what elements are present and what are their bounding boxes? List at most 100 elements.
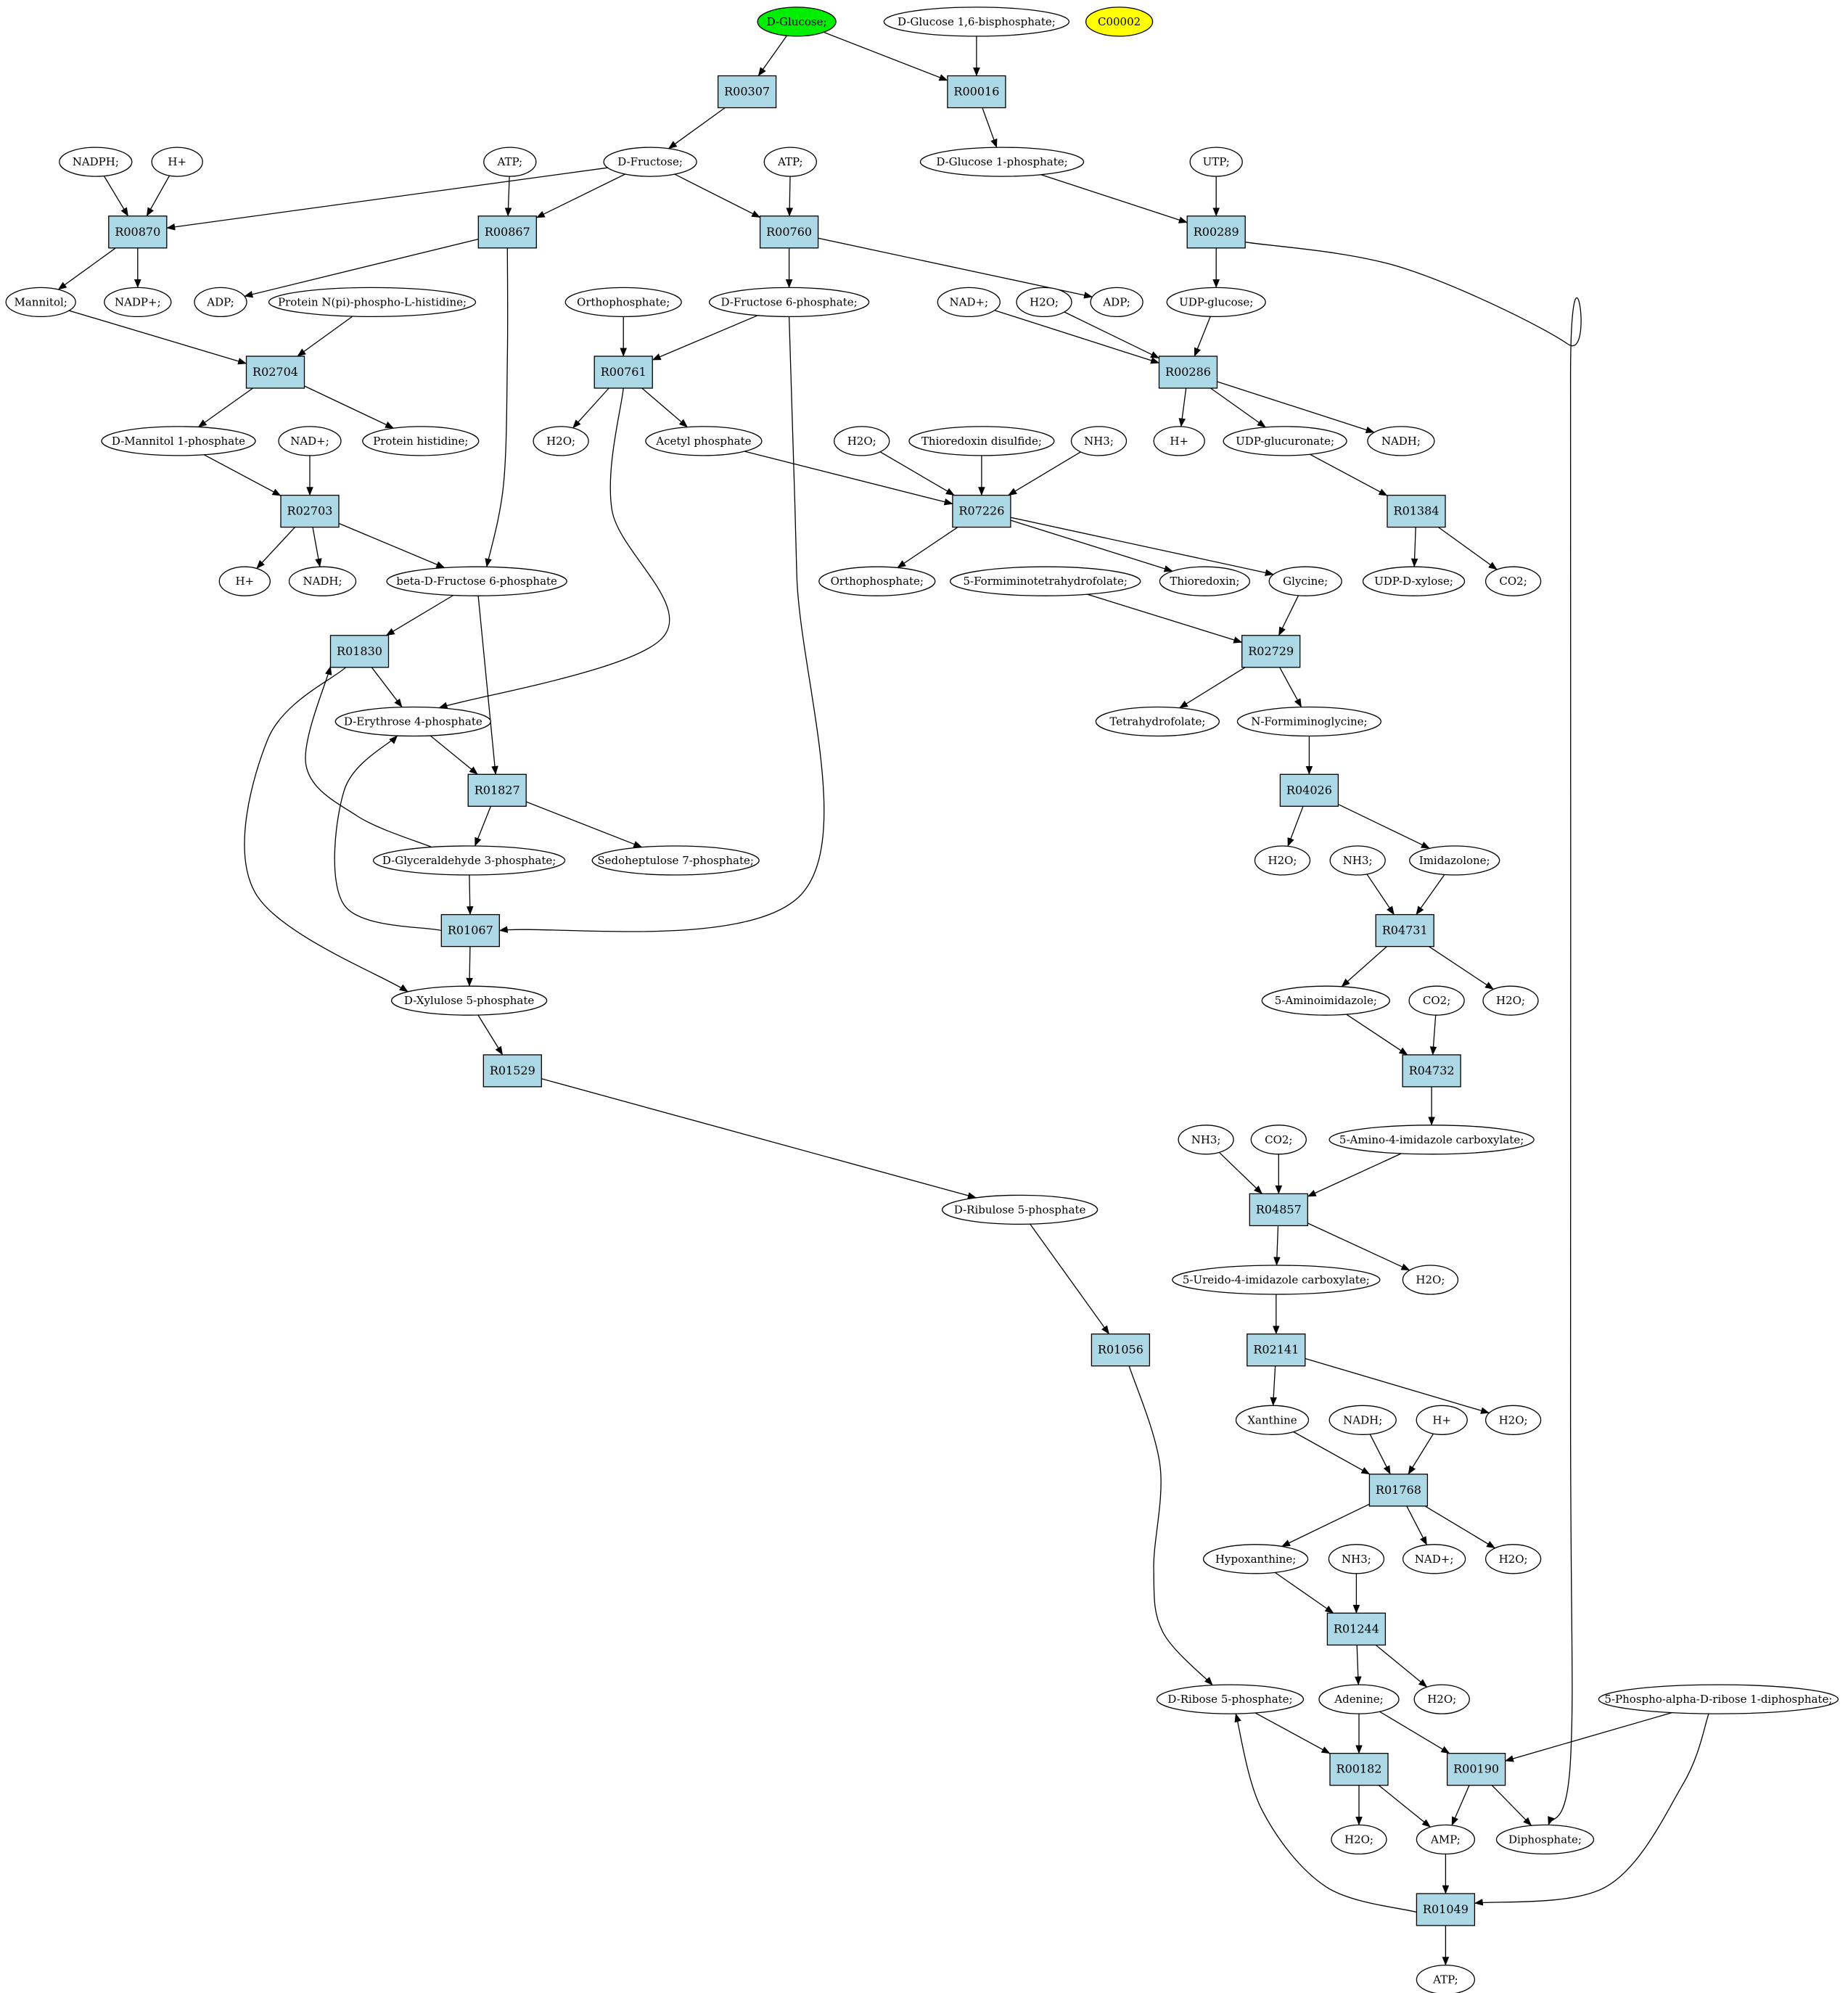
edge-R07226-to-thioredoxin bbox=[1010, 519, 1173, 572]
node-label: CO2; bbox=[1499, 575, 1527, 588]
node-label: R01830 bbox=[337, 644, 382, 658]
metabolite-node-udpxylose: UDP-D-xylose; bbox=[1362, 566, 1466, 596]
node-label: R01827 bbox=[475, 783, 520, 797]
edge-R01830-to-dx5p bbox=[244, 667, 408, 993]
node-label: R02141 bbox=[1253, 1343, 1299, 1357]
reaction-box bbox=[1368, 1474, 1429, 1507]
edge-R04857-to-h2o6 bbox=[1307, 1222, 1410, 1271]
edge-R02704-to-dmannitol1p bbox=[197, 387, 253, 428]
metabolite-node-hplus4: H+ bbox=[1416, 1405, 1468, 1435]
metabolite-node-aminoimid: 5-Aminoimidazole; bbox=[1261, 985, 1390, 1016]
metabolite-ellipse bbox=[564, 287, 682, 318]
edge-R00760-to-adp2 bbox=[818, 237, 1093, 299]
reaction-node-R04857: R04857 bbox=[1249, 1193, 1308, 1227]
reaction-node-R00870: R00870 bbox=[108, 215, 168, 249]
edge-h2o3-to-R07226 bbox=[879, 451, 955, 496]
node-label: NADH; bbox=[1381, 435, 1421, 448]
metabolite-ellipse bbox=[1331, 1824, 1387, 1855]
reaction-box bbox=[1186, 215, 1246, 249]
metabolite-ellipse bbox=[757, 7, 837, 37]
node-label: R00016 bbox=[953, 85, 999, 99]
edge-R01768-to-hypoxanthine bbox=[1281, 1503, 1370, 1548]
node-label: R00190 bbox=[1453, 1762, 1499, 1776]
node-label: Imidazolone; bbox=[1419, 854, 1490, 867]
edge-R01384-to-udpxylose bbox=[1410, 527, 1418, 567]
node-label: Diphosphate; bbox=[1508, 1833, 1582, 1846]
metabolite-node-glycine: Glycine; bbox=[1268, 566, 1342, 596]
edge-nh3c-to-R04857 bbox=[1218, 1151, 1262, 1194]
edge-protnpi-to-R02704 bbox=[297, 316, 353, 357]
metabolite-ellipse bbox=[1261, 985, 1390, 1016]
edge-prpp-to-R01049 bbox=[1474, 1713, 1709, 1906]
metabolite-node-dga3p: D-Glyceraldehyde 3-phosphate; bbox=[372, 845, 566, 876]
edge-layer bbox=[57, 31, 1709, 1966]
reaction-box bbox=[1402, 1054, 1461, 1088]
metabolite-ellipse bbox=[1236, 706, 1382, 737]
node-label: H2O; bbox=[847, 435, 876, 448]
node-label: H2O; bbox=[1496, 994, 1525, 1007]
metabolite-ellipse bbox=[1172, 1265, 1381, 1295]
reaction-node-R04731: R04731 bbox=[1375, 913, 1434, 948]
edge-dfructose-to-R00870 bbox=[166, 167, 608, 231]
node-label: CO2; bbox=[1423, 994, 1450, 1007]
edge-R01067-to-de4p bbox=[334, 735, 442, 932]
reaction-box bbox=[482, 1054, 542, 1088]
metabolite-node-h2o7: H2O; bbox=[1484, 1405, 1542, 1435]
metabolite-node-prpp: 5-Phospho-alpha-D-ribose 1-diphosphate; bbox=[1598, 1684, 1839, 1714]
edge-df6p-to-R01067 bbox=[498, 316, 825, 933]
edge-R07226-to-orthophos2 bbox=[897, 527, 958, 569]
edge-R00867-to-bdf6p bbox=[485, 247, 509, 567]
metabolite-node-atp2: ATP; bbox=[763, 147, 817, 177]
edge-R00761-to-acetylp bbox=[641, 387, 688, 428]
metabolite-node-s7p: Sedoheptulose 7-phosphate; bbox=[591, 845, 760, 876]
reaction-node-R02729: R02729 bbox=[1241, 635, 1301, 668]
node-label: R02703 bbox=[287, 504, 333, 518]
node-label: R07226 bbox=[958, 504, 1004, 518]
edge-R00761-to-h2o2 bbox=[572, 387, 609, 429]
node-label: R04857 bbox=[1256, 1202, 1302, 1216]
node-label: UDP-glucuronate; bbox=[1236, 435, 1334, 448]
edge-atp1-to-R00867 bbox=[504, 176, 512, 217]
edge-R02703-to-bdf6p bbox=[338, 522, 445, 569]
metabolite-ellipse bbox=[1484, 1405, 1542, 1435]
metabolite-ellipse bbox=[1189, 147, 1243, 177]
node-label: D-Glucose; bbox=[767, 15, 827, 28]
node-label: NAD+; bbox=[290, 435, 329, 448]
metabolite-ellipse bbox=[603, 147, 697, 177]
metabolite-ellipse bbox=[591, 845, 760, 876]
edge-hplus1-to-R00870 bbox=[146, 175, 171, 217]
node-label: 5-Aminoimidazole; bbox=[1275, 994, 1377, 1007]
metabolite-node-dmannitol1p: D-Mannitol 1-phosphate bbox=[101, 426, 256, 456]
edge-R04026-to-h2o4 bbox=[1287, 806, 1304, 847]
edge-R01244-to-adenine bbox=[1354, 1645, 1362, 1685]
metabolite-node-mannitol: Mannitol; bbox=[5, 287, 76, 318]
metabolite-ellipse bbox=[1402, 1265, 1459, 1295]
metabolite-node-dr5p_ribulose: D-Ribulose 5-phosphate bbox=[941, 1194, 1098, 1225]
reaction-box bbox=[280, 494, 340, 528]
node-label: R00870 bbox=[115, 225, 160, 239]
reaction-box bbox=[1091, 1334, 1151, 1367]
metabolite-ellipse bbox=[1409, 845, 1500, 876]
edge-formthf-to-R02729 bbox=[1087, 593, 1243, 644]
metabolite-ellipse bbox=[1153, 426, 1205, 456]
metabolite-node-dribose5p: D-Ribose 5-phosphate; bbox=[1156, 1684, 1305, 1714]
node-label: R02729 bbox=[1248, 644, 1294, 658]
node-label: R00182 bbox=[1336, 1762, 1382, 1776]
node-label: D-Glucose 1,6-bisphosphate; bbox=[898, 15, 1056, 28]
metabolite-node-nh3c: NH3; bbox=[1178, 1125, 1234, 1155]
reaction-box bbox=[108, 215, 168, 249]
metabolite-node-df6p: D-Fructose 6-phosphate; bbox=[708, 287, 870, 318]
node-label: R02704 bbox=[252, 365, 298, 379]
reaction-node-R02703: R02703 bbox=[280, 494, 340, 528]
reaction-box bbox=[1241, 635, 1301, 668]
metabolite-ellipse bbox=[386, 566, 567, 596]
metabolite-node-nadplus1: NAD+; bbox=[937, 287, 1001, 318]
node-label: D-Fructose; bbox=[617, 155, 683, 168]
edge-xanthine-to-R01768 bbox=[1293, 1431, 1371, 1475]
node-label: D-Fructose 6-phosphate; bbox=[721, 295, 858, 308]
metabolite-node-nadh2: NADH; bbox=[288, 566, 357, 596]
metabolite-node-nh3b: NH3; bbox=[1329, 845, 1386, 876]
metabolite-node-bdf6p: beta-D-Fructose 6-phosphate bbox=[386, 566, 567, 596]
edge-R01049-to-dribose5p bbox=[1234, 1713, 1417, 1913]
node-label: D-Erythrose 4-phosphate bbox=[344, 715, 482, 728]
